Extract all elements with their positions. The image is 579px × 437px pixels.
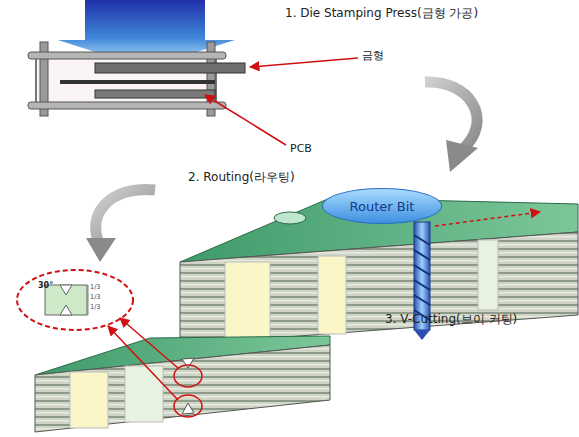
router-bit xyxy=(414,330,430,340)
pcb-board xyxy=(70,372,108,428)
leader-arrow xyxy=(120,318,178,368)
highlight-circle xyxy=(174,365,202,387)
pcb-board xyxy=(274,212,306,224)
pcb-board xyxy=(435,212,540,226)
highlight-circle xyxy=(174,365,202,417)
die-press xyxy=(28,42,245,116)
leader-arrow xyxy=(108,318,178,400)
step-title: 3. V-Cutting(브이 커팅) xyxy=(385,313,517,327)
tool-label: Router Bit xyxy=(350,199,415,214)
ratio-label: 1/3 xyxy=(90,284,100,291)
part-name: PCB xyxy=(290,143,312,156)
ratio-label: 1/3 xyxy=(90,304,100,311)
step-arrow xyxy=(96,189,155,245)
v-cut-inset xyxy=(60,285,72,295)
leader-arrow xyxy=(205,95,286,145)
step-arrow xyxy=(86,238,116,262)
highlight-circle xyxy=(174,395,202,417)
pcb-board xyxy=(478,240,498,310)
v-cut-inset xyxy=(17,270,133,330)
pcb-board xyxy=(225,262,270,340)
part-name: 금형 xyxy=(362,50,384,63)
tool-ellipse: Router Bit xyxy=(322,188,442,224)
v-cut-inset xyxy=(88,285,89,315)
die-press xyxy=(95,63,245,73)
pcb-board xyxy=(318,256,346,334)
step-title: 2. Routing(라우팅) xyxy=(188,171,295,185)
step-arrow xyxy=(425,82,477,150)
pcb-board xyxy=(182,358,194,368)
die-press xyxy=(60,80,215,84)
step-title: 1. Die Stamping Press(금형 가공) xyxy=(285,7,478,21)
pcb-board xyxy=(35,336,330,432)
die-press xyxy=(95,90,215,98)
leader-arrow xyxy=(108,326,178,400)
pcb-board xyxy=(180,232,578,345)
router-bit xyxy=(414,235,430,320)
leader-arrow xyxy=(205,58,358,145)
step-arrow xyxy=(446,140,478,172)
angle-label: 30° xyxy=(38,281,53,290)
pcb-board xyxy=(182,403,194,414)
pcb-board xyxy=(35,345,330,432)
pcb-board xyxy=(125,366,163,422)
die-press xyxy=(28,102,226,109)
ratio-label: 1/3 xyxy=(90,294,100,301)
v-cut-inset xyxy=(60,305,72,315)
die-press xyxy=(28,52,226,59)
v-cut-inset xyxy=(17,270,133,330)
leader-arrow xyxy=(250,58,358,67)
